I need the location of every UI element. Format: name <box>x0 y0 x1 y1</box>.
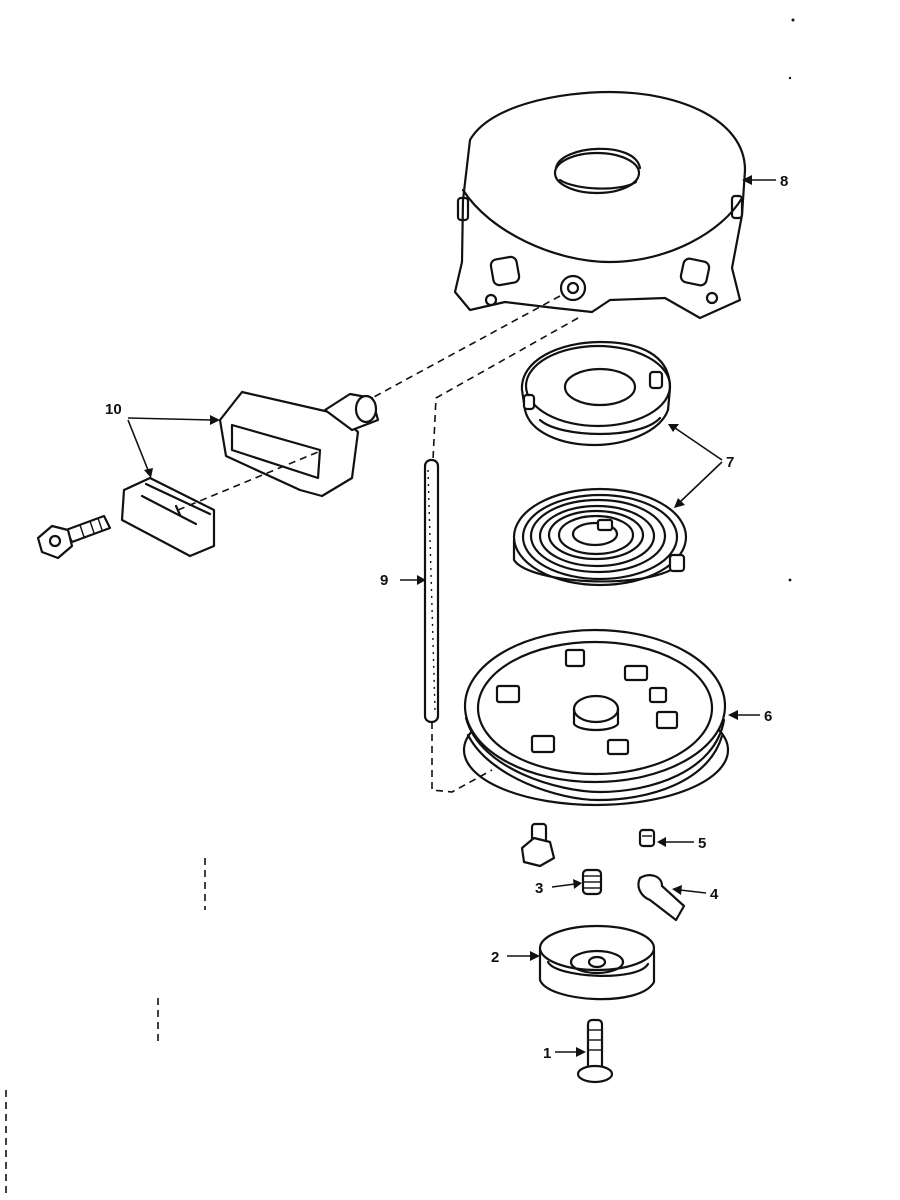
part-6-pulley <box>462 628 730 807</box>
pulley-bolt <box>520 822 556 868</box>
callout-3: 3 <box>535 880 543 897</box>
part-1-screw <box>576 1018 614 1084</box>
part-10-handle <box>218 390 380 498</box>
callout-labels: 8 7 6 9 10 5 4 3 2 1 <box>105 173 788 1062</box>
callout-7: 7 <box>726 454 734 471</box>
leader-arrows <box>127 175 776 1057</box>
callout-8: 8 <box>780 173 788 190</box>
callout-2: 2 <box>491 949 499 966</box>
scan-marks <box>5 18 795 1195</box>
part-7-spring-cover <box>520 340 672 447</box>
callout-5: 5 <box>698 835 706 852</box>
assembly-lines <box>177 295 579 793</box>
part-4-pawl <box>637 874 686 922</box>
retainer-screw <box>36 514 112 560</box>
callout-1: 1 <box>543 1045 551 1062</box>
callout-4: 4 <box>710 886 719 903</box>
callout-6: 6 <box>764 708 772 725</box>
part-8-starter-housing <box>453 90 747 320</box>
part-2-pawl-retainer <box>538 924 656 1001</box>
part-10-rope-retainer <box>120 476 216 558</box>
part-7-recoil-spring <box>512 487 688 587</box>
callout-10: 10 <box>105 401 122 418</box>
part-3-spring <box>581 868 603 896</box>
part-5-retainer-clip <box>638 828 656 848</box>
callout-9: 9 <box>380 572 388 589</box>
part-9-starter-rope <box>423 458 440 724</box>
